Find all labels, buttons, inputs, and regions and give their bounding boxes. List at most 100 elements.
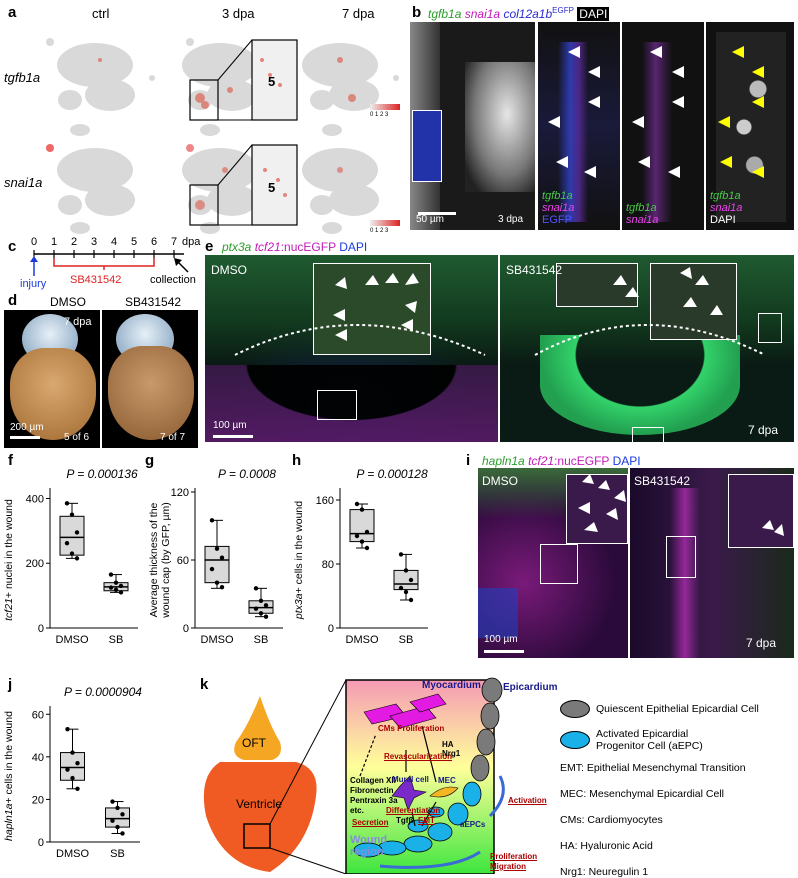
d-scale-text: 200 µm [10, 422, 44, 433]
c-timeline [30, 250, 189, 276]
p-value: P = 0.000128 [356, 467, 428, 481]
data-point [74, 556, 80, 561]
k-ha-nrg1: HA Nrg1 [442, 740, 461, 758]
e-header: ptx3a tcf21:nucEGFP DAPI [222, 240, 367, 254]
cluster-5-row2: 5 [268, 180, 276, 195]
i-right-label: SB431542 [634, 474, 691, 488]
e-time: 7 dpa [748, 423, 779, 437]
d-heart-dmso: 7 dpa 200 µm 5 of 6 [4, 310, 100, 448]
box [60, 752, 85, 781]
k-ecm: Collagen XII Fibronectin Pentraxin 3a et… [350, 776, 398, 815]
b4-g2: snai1a [710, 202, 743, 214]
c-unit: dpa [182, 236, 201, 248]
y-axis-label: ptx3a+ cells in the wound [293, 501, 305, 620]
panel-g-label: g [145, 452, 155, 469]
quiescent-cell-icon [560, 700, 590, 718]
y-axis-label: hapln1a+ cells in the wound [3, 711, 15, 841]
k-mec: MEC [438, 776, 456, 785]
panel-e-label: e [205, 238, 214, 255]
i-g2: tcf21 [528, 454, 555, 468]
data-point [253, 606, 259, 611]
b4-g3: DAPI [710, 214, 736, 226]
zoom-box-row2 [189, 184, 219, 226]
e-scale-bar [213, 435, 253, 438]
data-point [364, 545, 370, 551]
i-g2b: :nucEGFP [554, 454, 610, 468]
i-scale-bar [484, 650, 524, 653]
data-point [64, 540, 70, 546]
b2-g1: tgfb1a [542, 190, 573, 202]
y-tick-label: 400 [26, 493, 44, 505]
data-point [70, 775, 75, 781]
k-zoom-square [243, 823, 271, 849]
data-point [118, 590, 124, 595]
data-point [209, 518, 215, 523]
e-sb-box2 [632, 427, 664, 442]
box [105, 807, 130, 828]
data-point [263, 603, 269, 608]
data-point [408, 597, 414, 603]
y-tick-label: 80 [322, 559, 334, 571]
umap-tgfb1a-ctrl [46, 38, 155, 136]
i-time: 7 dpa [746, 636, 777, 650]
k-legend: Quiescent Epithelial Epicardial Cell Act… [560, 700, 796, 878]
b-scale-text: 50 µm [416, 214, 444, 225]
data-point [69, 551, 75, 556]
zoom-box-row1 [189, 79, 219, 121]
data-point [75, 761, 80, 766]
k-cms-prolif: CMs Proliferation [378, 724, 445, 733]
category-label: DMSO [56, 634, 89, 646]
c-tick-4: 4 [111, 236, 118, 248]
data-point [258, 598, 264, 603]
legend-def-cms: CMs: Cardiomyocytes [560, 814, 663, 826]
y-tick-label: 0 [38, 623, 44, 635]
legend-def-emt: EMT: Epithelial Mesenchymal Transition [560, 762, 746, 774]
e-g2b: :nucEGFP [280, 240, 336, 254]
data-point [209, 566, 215, 572]
box [204, 545, 230, 584]
data-point [113, 587, 119, 592]
k-secretion: Secretion [352, 818, 389, 827]
data-point [115, 805, 120, 811]
umap-snai1a-3dpa [182, 144, 258, 234]
b-sub-merge: tgfb1a snai1a [622, 22, 704, 230]
data-point [253, 586, 259, 591]
legend-quiescent: Quiescent Epithelial Epicardial Cell [596, 703, 759, 715]
row-snai1a: snai1a [4, 175, 43, 190]
d-left-title: DMSO [50, 295, 86, 309]
legend-def-ha: HA: Hyaluronic Acid [560, 840, 653, 852]
b-scale-bar [418, 212, 456, 215]
data-point [359, 507, 365, 512]
e-scale-text: 100 µm [213, 420, 247, 431]
y-tick-label: 0 [328, 623, 334, 635]
aepc-icon [560, 731, 590, 749]
i-sb-box [666, 536, 696, 578]
color-scale-row2 [370, 220, 400, 226]
k-prolif: Proliferation [490, 852, 538, 861]
c-tick-0: 0 [31, 236, 38, 248]
k-ventricle-shape [203, 762, 317, 872]
k-tgfb: Tgfβ [396, 816, 414, 825]
col-ctrl: ctrl [92, 6, 110, 21]
category-label: SB [254, 634, 269, 646]
d-left-count: 5 of 6 [64, 432, 90, 443]
header-col12a1b: col12a1b [503, 7, 553, 21]
data-point [110, 818, 115, 823]
i-dmso-inset [566, 474, 628, 544]
box [393, 569, 419, 591]
panel-c-label: c [8, 238, 17, 255]
i-g3: DAPI [612, 454, 641, 468]
k-revasc: Revascularization [384, 752, 453, 761]
data-point [354, 533, 360, 539]
data-point [64, 501, 70, 506]
k-mural-cell-shape [391, 775, 427, 811]
b-main-image: 50 µm 3 dpa [410, 22, 535, 230]
k-mural: Mural cell [392, 775, 429, 784]
k-aepcs: aEPCs [460, 820, 486, 829]
e-g2: tcf21 [254, 240, 281, 254]
panel-b-label: b [412, 4, 422, 21]
umap-tgfb1a-3dpa [182, 38, 258, 136]
